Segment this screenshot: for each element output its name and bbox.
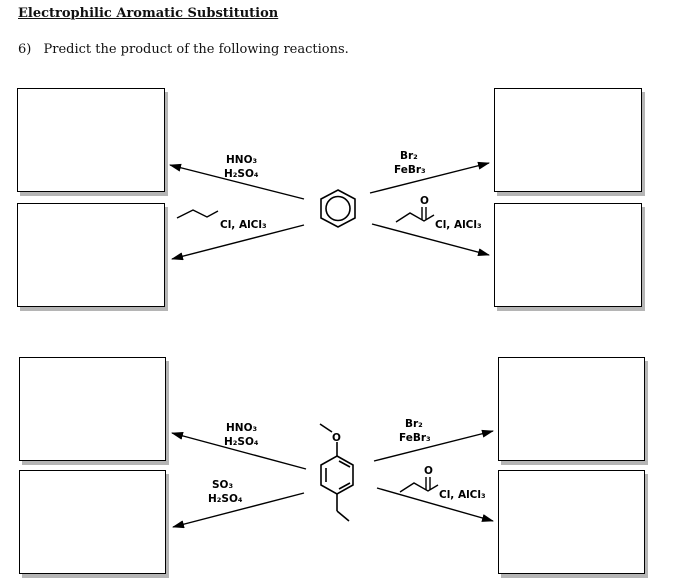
reagent-bottom-upper-left-line2: H₂SO₄ (224, 436, 259, 448)
answer-box-bottom-lower-left[interactable] (19, 470, 166, 574)
acyl-chloride-structure (395, 207, 435, 223)
arrow-bottom-upper-right (373, 429, 494, 462)
carbonyl-oxygen-top: O (420, 195, 429, 207)
carbonyl-oxygen-bottom: O (424, 465, 433, 477)
answer-box-top-upper-right[interactable] (494, 88, 642, 192)
answer-box-bottom-upper-left[interactable] (19, 357, 166, 461)
reagent-top-upper-left-line2: H₂SO₄ (224, 168, 259, 180)
reagent-bottom-upper-right-line2: FeBr₃ (399, 432, 431, 444)
reagent-top-lower-left: Cl, AlCl₃ (220, 219, 267, 231)
reagent-top-upper-right-line1: Br₂ (400, 150, 418, 162)
answer-box-top-upper-left[interactable] (17, 88, 165, 192)
arrow-bottom-lower-right (376, 487, 494, 522)
arrow-top-lower-right (371, 223, 490, 257)
answer-box-bottom-upper-right[interactable] (498, 357, 645, 461)
acyl-chloride-structure-bottom (399, 477, 439, 493)
reagent-bottom-upper-right-line1: Br₂ (405, 418, 423, 430)
methoxy-oxygen: O (332, 432, 341, 444)
question-text: Predict the product of the following rea… (43, 42, 349, 57)
reagent-top-lower-right: Cl, AlCl₃ (435, 219, 482, 231)
benzene-molecule (320, 189, 356, 228)
arrow-top-upper-left (169, 163, 305, 200)
answer-box-top-lower-left[interactable] (17, 203, 165, 307)
reagent-bottom-lower-left-line2: H₂SO₄ (208, 493, 243, 505)
question-number: 6) (18, 42, 32, 57)
reagent-bottom-lower-right: Cl, AlCl₃ (439, 489, 486, 501)
page-title: Electrophilic Aromatic Substitution (18, 6, 279, 21)
reagent-bottom-upper-left-line1: HNO₃ (226, 422, 258, 434)
arrow-bottom-lower-left (172, 492, 305, 529)
question-prompt: 6) Predict the product of the following … (18, 42, 349, 57)
arrow-bottom-upper-left (171, 431, 307, 470)
answer-box-top-lower-right[interactable] (494, 203, 642, 307)
substituted-benzene-molecule (319, 423, 354, 522)
reagent-top-upper-right-line2: FeBr₃ (394, 164, 426, 176)
propyl-chain-structure (176, 209, 219, 219)
reagent-bottom-lower-left-line1: SO₃ (212, 479, 233, 491)
answer-box-bottom-lower-right[interactable] (498, 470, 645, 574)
arrow-top-upper-right (369, 161, 490, 194)
arrow-top-lower-left (171, 224, 305, 261)
reagent-top-upper-left-line1: HNO₃ (226, 154, 258, 166)
